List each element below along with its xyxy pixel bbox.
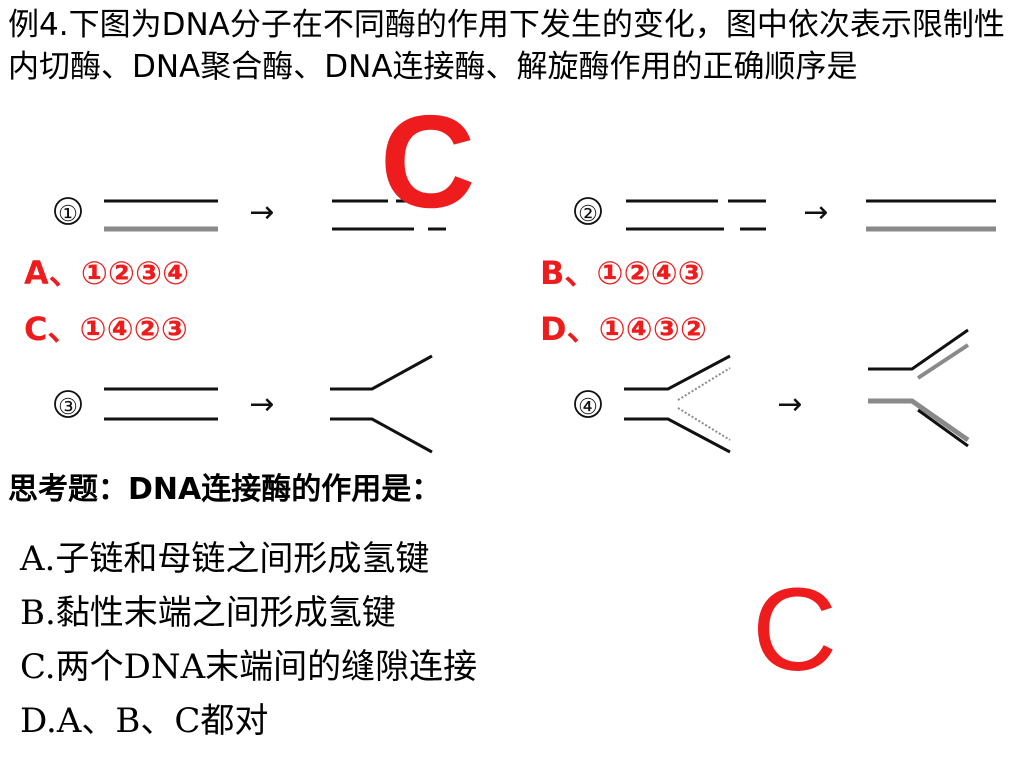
arrow-icon: → [249, 387, 274, 422]
arrow-icon: → [249, 195, 274, 230]
option-d: D、①④③② [540, 310, 707, 348]
label-circle-4 [574, 390, 602, 418]
strand [330, 417, 433, 454]
option-c: C、①④②③ [24, 310, 188, 348]
arrow-icon: → [777, 387, 802, 422]
think-choice-a: A.子链和母链之间形成氢键 [20, 539, 430, 579]
strand [624, 354, 731, 391]
label-circle-2 [574, 197, 602, 225]
label-circle-3 [54, 390, 82, 418]
diagram-label-2: ② [578, 202, 598, 227]
diagram-label-4: ④ [578, 395, 598, 420]
strand [330, 354, 433, 391]
option-b: B、①②④③ [540, 254, 705, 292]
answer-mark-bottom: C [752, 564, 838, 696]
diagram-4: ④ → [574, 328, 970, 454]
question-text: 例4.下图为DNA分子在不同酶的作用下发生的变化，图中依次表示限制性内切酶、DN… [8, 7, 1005, 85]
strand [917, 408, 969, 448]
diagram-2: ② → [574, 195, 996, 232]
think-choice-c: C.两个DNA末端间的缝隙连接 [20, 647, 478, 687]
diagram-3: ③ → [54, 354, 433, 454]
strand [868, 328, 969, 371]
arrow-icon: → [803, 195, 828, 230]
think-choice-b: B.黏性末端之间形成氢键 [20, 593, 396, 633]
strand [624, 417, 731, 454]
diagram-label-1: ① [58, 202, 78, 227]
think-choice-d: D.A、B、C都对 [20, 701, 269, 741]
new-strand [916, 343, 970, 380]
answer-mark-top: C [380, 88, 476, 235]
new-strand [677, 407, 731, 441]
label-circle-1 [54, 197, 82, 225]
think-question-title: 思考题：DNA连接酶的作用是： [8, 472, 442, 507]
strand [868, 398, 970, 443]
option-a: A、①②③④ [24, 254, 190, 292]
new-strand [677, 367, 731, 401]
diagram-label-3: ③ [58, 395, 78, 420]
